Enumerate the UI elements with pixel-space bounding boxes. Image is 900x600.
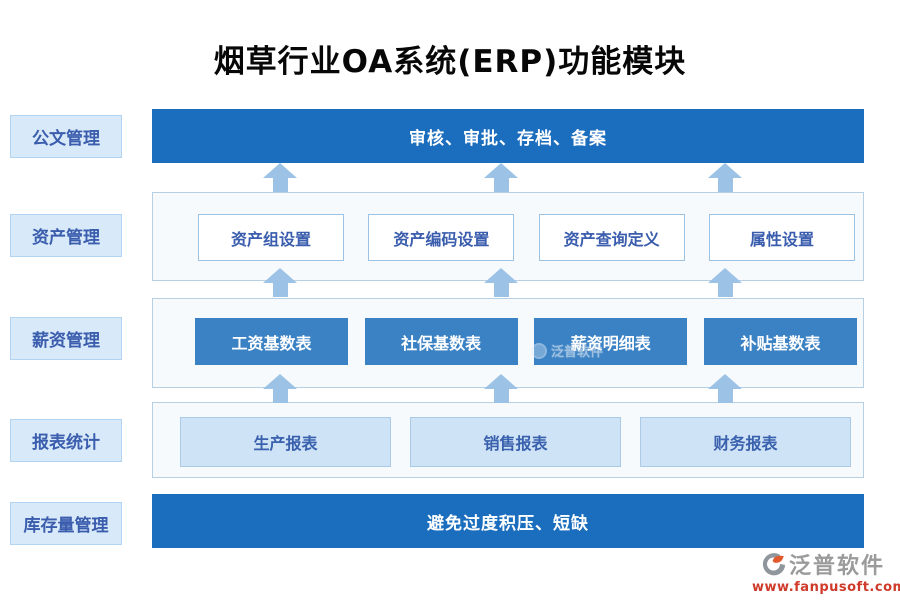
sidebar-item-document-mgmt: 公文管理 <box>10 115 122 158</box>
up-arrow-icon <box>484 374 518 403</box>
report-row-container: 生产报表 销售报表 财务报表 <box>152 402 864 478</box>
subsidy-base-table-box: 补贴基数表 <box>703 318 857 365</box>
up-arrow-icon <box>708 374 742 403</box>
up-arrow-icon <box>263 268 297 297</box>
asset-group-settings-box: 资产组设置 <box>198 214 344 261</box>
salary-detail-table-label: 薪资明细表 <box>570 333 651 353</box>
asset-query-definition-box: 资产查询定义 <box>538 214 685 261</box>
bottom-goal-bar: 避免过度积压、短缺 <box>152 494 864 548</box>
attribute-settings-box: 属性设置 <box>708 214 855 261</box>
sidebar-item-salary-mgmt: 薪资管理 <box>10 317 122 360</box>
production-report-box: 生产报表 <box>180 417 391 467</box>
top-process-bar-label: 审核、审批、存档、备案 <box>409 128 607 149</box>
up-arrow-icon <box>263 163 297 192</box>
attribute-settings-label: 属性设置 <box>749 229 814 249</box>
salary-row-container: 工资基数表 社保基数表 薪资明细表 补贴基数表 <box>152 298 864 388</box>
asset-query-definition-label: 资产查询定义 <box>563 229 660 249</box>
salary-base-table-box: 工资基数表 <box>195 318 348 365</box>
up-arrow-icon <box>263 374 297 403</box>
finance-report-label: 财务报表 <box>713 434 778 453</box>
asset-row-container: 资产组设置 资产编码设置 资产查询定义 属性设置 <box>152 192 864 281</box>
sidebar-item-inventory-mgmt: 库存量管理 <box>10 502 122 545</box>
salary-detail-table-box: 薪资明细表 <box>534 318 688 365</box>
up-arrow-icon <box>484 163 518 192</box>
fanpu-logo-icon <box>762 553 786 576</box>
finance-report-box: 财务报表 <box>640 417 851 467</box>
top-process-bar: 审核、审批、存档、备案 <box>152 109 864 163</box>
sales-report-box: 销售报表 <box>410 417 621 467</box>
up-arrow-icon <box>484 268 518 297</box>
social-security-base-table-box: 社保基数表 <box>364 318 518 365</box>
sidebar-item-asset-mgmt: 资产管理 <box>10 214 122 257</box>
sidebar-item-label: 报表统计 <box>32 433 100 453</box>
sidebar-item-label: 资产管理 <box>32 228 100 248</box>
asset-code-settings-box: 资产编码设置 <box>368 214 515 261</box>
flow-diagram: 审核、审批、存档、备案 资产组设置 资产编码设置 资产查询定义 属性设置 <box>152 0 864 600</box>
production-report-label: 生产报表 <box>253 434 318 453</box>
up-arrow-icon <box>708 163 742 192</box>
bottom-goal-bar-label: 避免过度积压、短缺 <box>427 513 589 534</box>
brand-url: www.fanpusoft.com <box>752 580 900 595</box>
asset-code-settings-label: 资产编码设置 <box>393 229 490 249</box>
sidebar-item-label: 公文管理 <box>32 129 100 149</box>
sales-report-label: 销售报表 <box>483 434 548 453</box>
social-security-base-table-label: 社保基数表 <box>401 333 482 353</box>
sidebar-item-label: 库存量管理 <box>23 516 109 536</box>
sidebar-item-label: 薪资管理 <box>32 331 100 351</box>
subsidy-base-table-label: 补贴基数表 <box>740 333 821 353</box>
asset-group-settings-label: 资产组设置 <box>230 229 311 249</box>
salary-base-table-label: 工资基数表 <box>231 333 312 353</box>
brand-logo: 泛普软件 www.fanpusoft.com <box>752 548 900 595</box>
brand-name: 泛普软件 <box>788 554 885 579</box>
page-title: 烟草行业OA系统(ERP)功能模块 <box>213 44 687 80</box>
sidebar-item-report-stats: 报表统计 <box>10 419 122 462</box>
up-arrow-icon <box>708 268 742 297</box>
